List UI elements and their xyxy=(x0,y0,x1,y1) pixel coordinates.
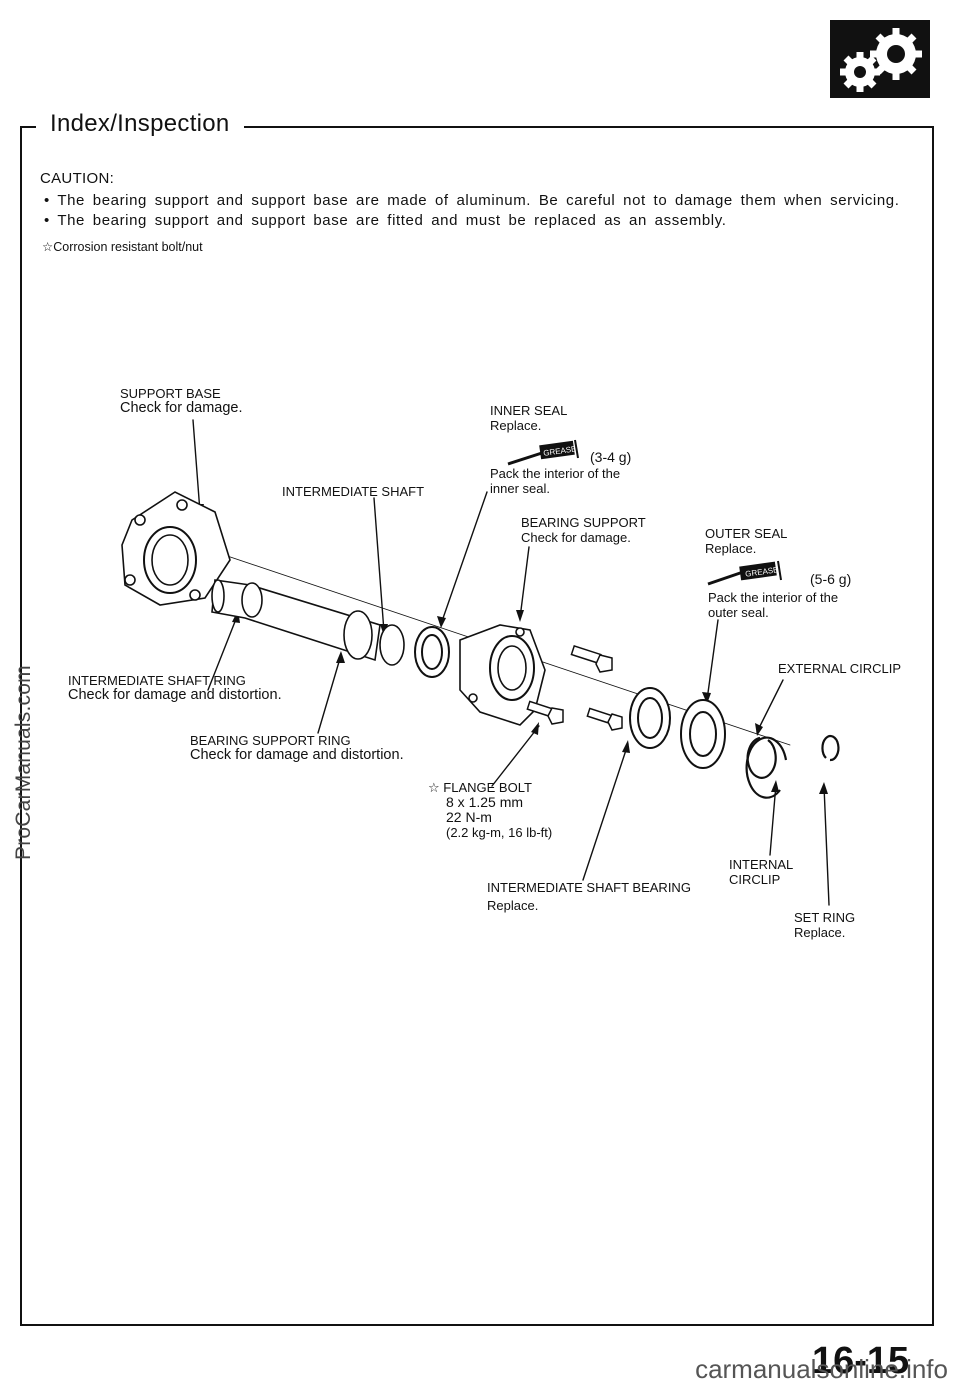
callout-flange-bolt: ☆ FLANGE BOLT 8 x 1.25 mm 22 N-m (2.2 kg… xyxy=(428,780,553,840)
page-number: 16-15 xyxy=(812,1340,910,1382)
callout-shaft-ring: INTERMEDIATE SHAFT RING Check for damage… xyxy=(68,673,282,703)
grease-tube-icon: GREASE xyxy=(707,560,782,586)
watermark-left: ProCarManuals.com xyxy=(12,665,35,860)
star-icon: ☆ xyxy=(42,240,54,254)
callout-set-ring: SET RING Replace. xyxy=(794,910,856,940)
caution-heading: CAUTION: xyxy=(40,170,115,187)
callout-bearing-support-ring: BEARING SUPPORT RING Check for damage an… xyxy=(190,733,404,763)
section-frame xyxy=(20,126,934,1326)
callout-outer-seal: OUTER SEAL Replace. xyxy=(705,526,788,556)
star-icon: ☆ xyxy=(428,780,440,795)
callout-intermediate-shaft: INTERMEDIATE SHAFT xyxy=(282,484,425,499)
grease-tube-icon: GREASE xyxy=(507,439,579,466)
callout-inner-seal: INNER SEAL Replace. xyxy=(490,403,568,433)
callout-support-base: SUPPORT BASE Check for damage. xyxy=(120,386,243,416)
callout-internal-circlip: INTERNAL CIRCLIP xyxy=(729,857,794,887)
caution-bullet-1: • The bearing support and support base a… xyxy=(44,192,900,209)
watermark-bottom: carmanualsonline.info xyxy=(695,1354,948,1384)
callout-outer-grease: Pack the interior of the outer seal. xyxy=(708,590,839,620)
section-title: Index/Inspection xyxy=(36,110,244,138)
callout-shaft-bearing: INTERMEDIATE SHAFT BEARING Replace. xyxy=(487,880,691,913)
inner-grease-amount: (3-4 g) xyxy=(590,449,632,465)
gears-icon xyxy=(830,20,930,98)
caution-bullet-2: • The bearing support and support base a… xyxy=(44,212,727,229)
callout-inner-grease: Pack the interior of the inner seal. xyxy=(490,466,621,496)
legend: ☆Corrosion resistant bolt/nut xyxy=(42,239,203,254)
legend-text: Corrosion resistant bolt/nut xyxy=(53,240,203,254)
outer-grease-amount: (5-6 g) xyxy=(810,571,852,587)
callout-bearing-support: BEARING SUPPORT Check for damage. xyxy=(521,515,646,545)
callout-external-circlip: EXTERNAL CIRCLIP xyxy=(778,661,902,676)
